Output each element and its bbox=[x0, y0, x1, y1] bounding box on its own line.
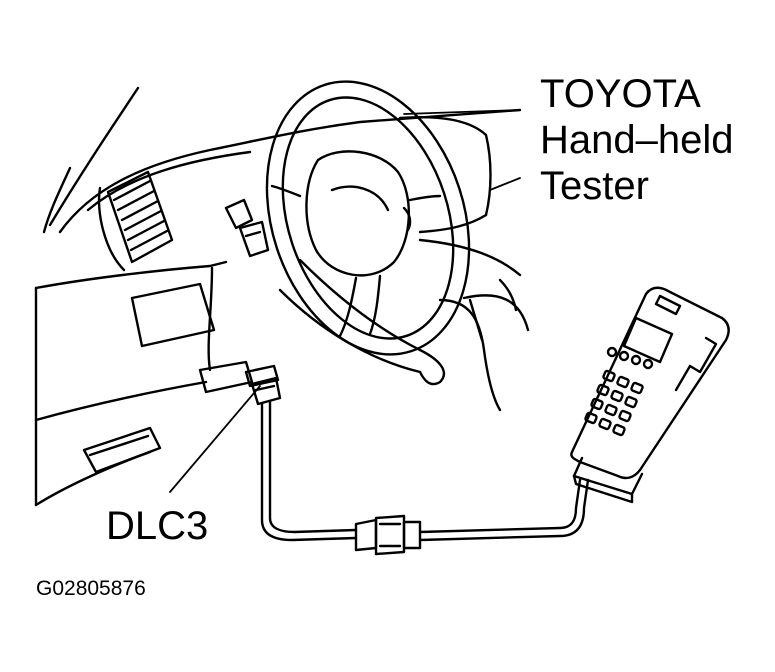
a-pillar bbox=[42, 86, 140, 234]
tester-label-line1: TOYOTA bbox=[540, 72, 701, 116]
dashboard-top bbox=[58, 108, 522, 234]
handheld-tester bbox=[570, 286, 730, 504]
tester-label-line2: Hand–held bbox=[540, 118, 734, 162]
dlc3-leader-line bbox=[169, 385, 261, 493]
dlc3-connector bbox=[244, 364, 282, 406]
steering-column bbox=[278, 238, 530, 412]
tester-keypad bbox=[584, 369, 644, 437]
tester-cable bbox=[260, 400, 590, 542]
figure-code: G02805876 bbox=[36, 577, 146, 600]
tester-leader-lines bbox=[403, 109, 521, 191]
tester-label-line3: Tester bbox=[540, 164, 649, 208]
switch-cluster bbox=[224, 198, 270, 258]
dlc3-label: DLC3 bbox=[106, 504, 209, 548]
cable-adapter bbox=[354, 514, 422, 556]
air-vent bbox=[97, 170, 174, 272]
lower-dash-panel bbox=[34, 260, 254, 507]
steering-wheel bbox=[265, 80, 471, 356]
